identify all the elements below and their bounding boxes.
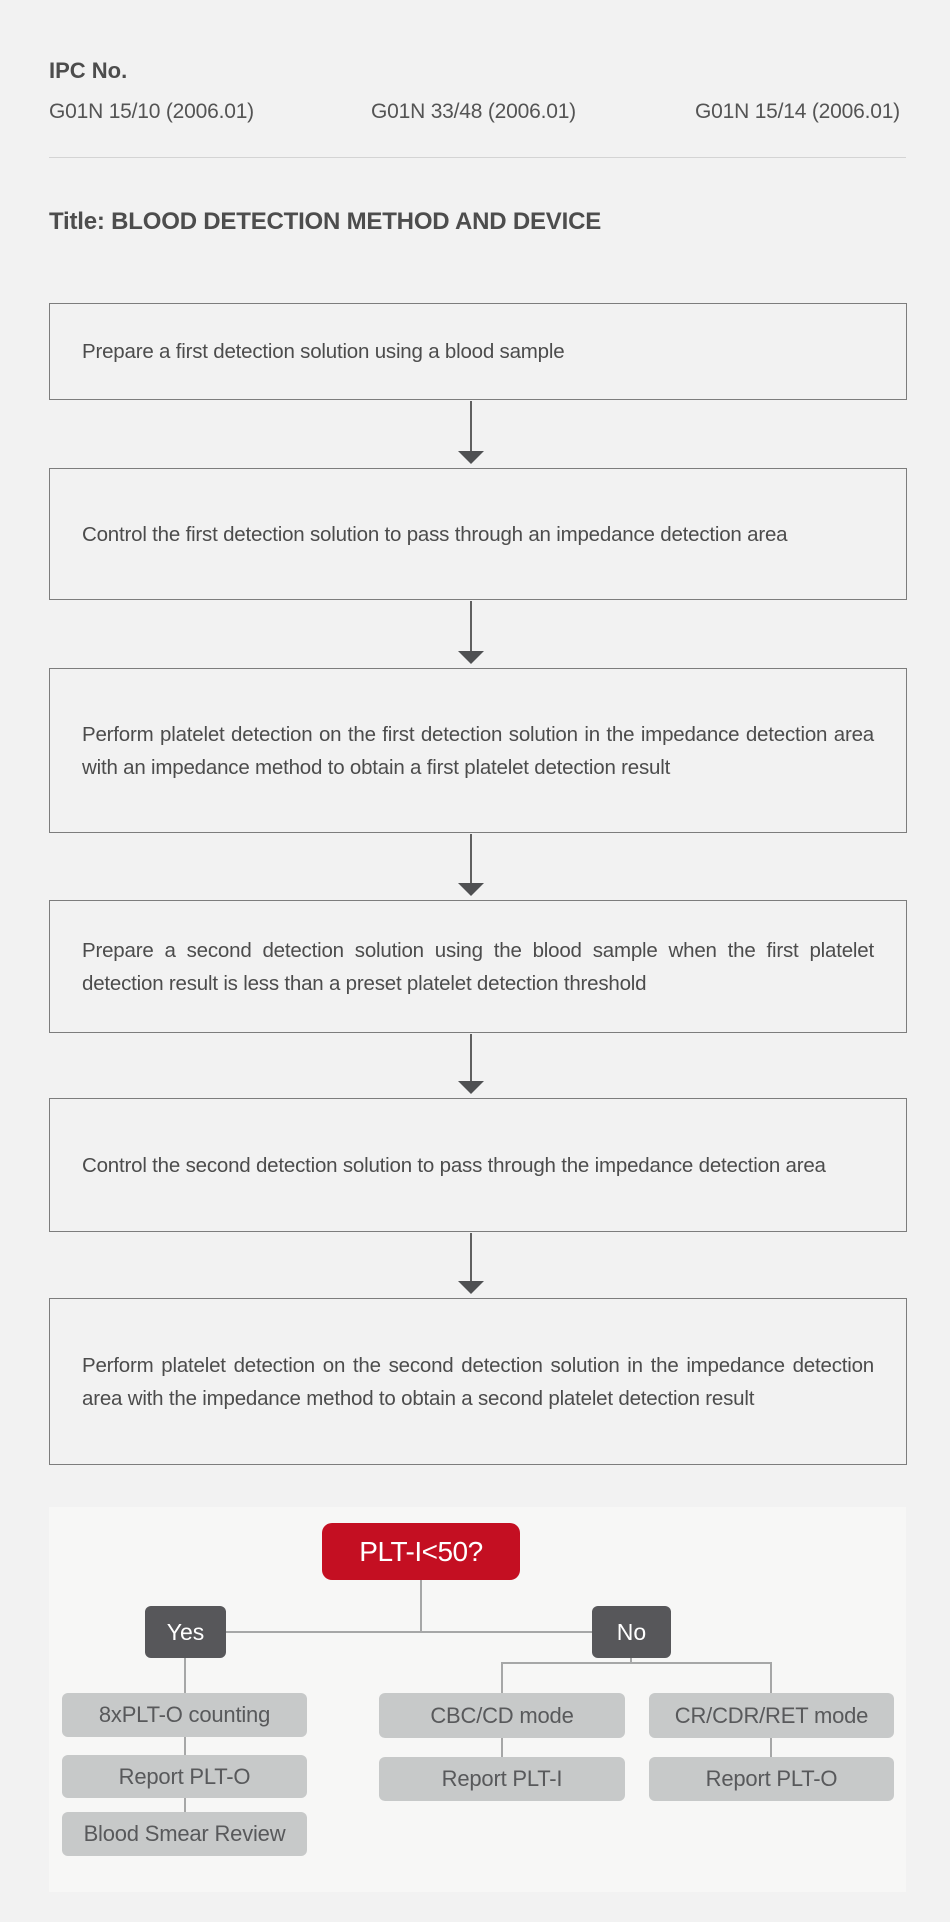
arrow-head	[458, 451, 484, 464]
flow-step-2-text: Control the first detection solution to …	[82, 522, 788, 546]
page-title: Title: BLOOD DETECTION METHOD AND DEVICE	[49, 208, 602, 235]
node-report-plt-i: Report PLT-I	[379, 1757, 625, 1801]
down-arrow-icon	[458, 834, 484, 896]
decision-tree-panel: PLT-I<50? Yes No 8xPLT-O counting Report…	[49, 1507, 906, 1892]
arrow-head	[458, 651, 484, 664]
down-arrow-icon	[458, 601, 484, 664]
arrow-shaft	[470, 1233, 472, 1281]
connector-line	[184, 1797, 186, 1813]
ipc-code-1: G01N 15/10 (2006.01)	[49, 100, 254, 123]
flow-step-6-text: Perform platelet detection on the second…	[82, 1353, 874, 1410]
down-arrow-icon	[458, 401, 484, 464]
connector-line	[770, 1737, 772, 1758]
flow-step-4-text: Prepare a second detection solution usin…	[82, 938, 874, 995]
connector-line	[184, 1658, 186, 1694]
down-arrow-icon	[458, 1233, 484, 1294]
connector-line	[226, 1631, 593, 1633]
arrow-shaft	[470, 601, 472, 651]
ipc-label: IPC No.	[49, 58, 128, 83]
flow-step-5: Control the second detection solution to…	[49, 1098, 907, 1232]
node-report-plt-o-no: Report PLT-O	[649, 1757, 894, 1801]
connector-line	[770, 1662, 772, 1694]
arrow-shaft	[470, 401, 472, 451]
connector-line	[184, 1736, 186, 1756]
node-cr-cdr-ret-mode: CR/CDR/RET mode	[649, 1693, 894, 1738]
flow-step-5-text: Control the second detection solution to…	[82, 1153, 826, 1177]
flow-step-4: Prepare a second detection solution usin…	[49, 900, 907, 1033]
flow-step-1-text: Prepare a first detection solution using…	[82, 340, 565, 363]
flow-step-3-text: Perform platelet detection on the first …	[82, 722, 874, 779]
connector-line	[501, 1662, 772, 1664]
node-blood-smear-review: Blood Smear Review	[62, 1812, 307, 1856]
node-8xplt-o-counting: 8xPLT-O counting	[62, 1693, 307, 1737]
node-report-plt-o-yes: Report PLT-O	[62, 1755, 307, 1798]
ipc-code-3: G01N 15/14 (2006.01)	[695, 100, 900, 123]
ipc-code-2: G01N 33/48 (2006.01)	[371, 100, 576, 123]
flow-step-1: Prepare a first detection solution using…	[49, 303, 907, 400]
flow-step-2: Control the first detection solution to …	[49, 468, 907, 600]
arrow-head	[458, 1281, 484, 1294]
arrow-shaft	[470, 834, 472, 883]
branch-label-no: No	[592, 1606, 671, 1658]
arrow-head	[458, 1081, 484, 1094]
flow-step-3: Perform platelet detection on the first …	[49, 668, 907, 833]
connector-line	[501, 1662, 503, 1694]
connector-line	[501, 1737, 503, 1758]
connector-line	[420, 1579, 422, 1632]
down-arrow-icon	[458, 1034, 484, 1094]
flow-step-6: Perform platelet detection on the second…	[49, 1298, 907, 1465]
connector-line	[630, 1658, 632, 1664]
arrow-head	[458, 883, 484, 896]
decision-node-root: PLT-I<50?	[322, 1523, 520, 1580]
branch-label-yes: Yes	[145, 1606, 226, 1658]
node-cbc-cd-mode: CBC/CD mode	[379, 1693, 625, 1738]
arrow-shaft	[470, 1034, 472, 1081]
divider	[49, 157, 906, 158]
